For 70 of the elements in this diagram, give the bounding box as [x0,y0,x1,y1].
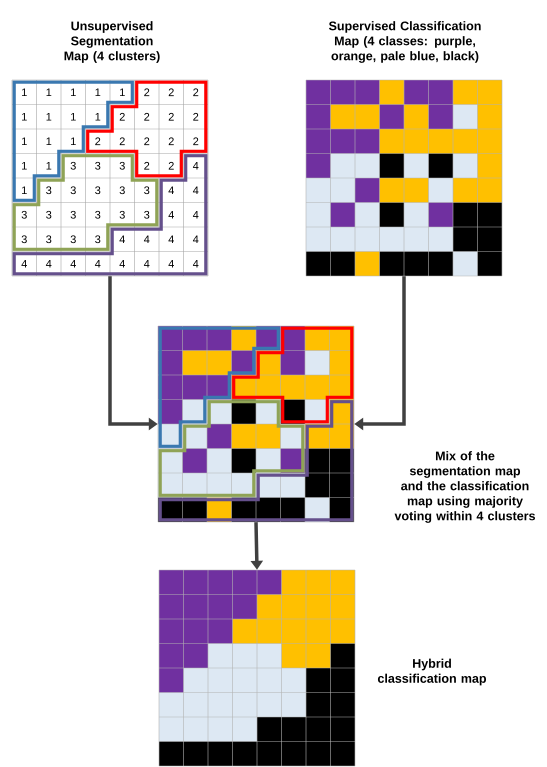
cell-number: 2 [144,137,150,146]
map-title: Supervised Classification Map (4 classes: purple, orange, pale blue, black) [328,21,481,63]
cell-number: 1 [71,88,76,96]
caption-text: Hybrid classification map [378,658,486,686]
cell-number: 1 [22,88,27,96]
cell-number: 2 [168,162,174,170]
cell-number: 2 [95,137,100,146]
cell-number: 4 [70,260,76,268]
cell-number: 3 [144,186,150,194]
cell-number: 3 [70,235,76,244]
cell-number: 1 [46,162,52,170]
cell-number: 3 [95,235,100,244]
cell-number: 2 [193,112,198,121]
cell-number: 1 [22,137,27,146]
cell-number: 3 [46,235,52,244]
cell-number: 3 [70,210,76,219]
cell-number: 3 [46,186,52,194]
cell-number: 3 [120,210,125,219]
cell-number: 3 [22,210,27,219]
cell-number: 3 [95,210,100,219]
cell-number: 2 [168,88,174,96]
cell-number: 1 [22,112,27,121]
cell-number: 3 [70,162,76,170]
cell-number: 4 [94,260,100,268]
cell-number: 3 [70,186,76,194]
cell-number: 4 [144,235,150,244]
cell-number: 2 [193,137,198,146]
cell-number: 3 [46,210,52,219]
cell-number: 1 [120,88,125,96]
cell-number: 3 [120,162,125,170]
cell-number: 4 [192,186,198,194]
cell-number: 1 [96,112,100,121]
cell-number: 2 [120,112,125,121]
cell-number: 2 [168,137,174,146]
cell-number: 1 [46,88,52,96]
cell-number: 4 [192,235,198,244]
mixed-grid [158,326,354,522]
cell-number: 3 [95,186,100,194]
cell-number: 4 [168,210,174,219]
map-title: Unsupervised Segmentation Map (4 clusters) [64,21,160,63]
cell-number: 4 [192,210,198,219]
cell-number: 3 [95,162,100,170]
cell-number: 4 [21,260,27,268]
cell-number: 3 [22,235,27,244]
cell-number: 1 [71,112,76,121]
cell-number: 2 [120,137,125,146]
cell-number: 4 [168,235,174,244]
cell-number: 3 [120,186,125,194]
cell-number: 4 [46,260,52,268]
cell-number: 3 [144,210,150,219]
cell-number: 4 [168,260,174,268]
cell-number: 4 [192,162,198,170]
hybrid-grid [158,570,356,766]
cell-number: 1 [71,137,76,146]
cell-number: 1 [46,112,52,121]
cell-number: 2 [144,112,150,121]
cell-number: 1 [22,162,27,170]
cell-number: 1 [96,88,100,96]
cell-number: 2 [144,162,150,170]
cell-number: 4 [168,186,174,194]
cell-number: 4 [144,260,150,268]
cell-number: 4 [192,260,198,268]
cell-number: 2 [193,88,198,96]
cell-number: 1 [22,186,27,194]
cell-number: 4 [119,235,125,244]
cell-number: 4 [119,260,125,268]
cell-number: 1 [46,137,52,146]
cell-number: 2 [144,88,150,96]
caption-text: Mix of the segmentation map and the classification map using majority voting within 4 clusters [394,451,535,523]
cell-number: 2 [168,112,174,121]
